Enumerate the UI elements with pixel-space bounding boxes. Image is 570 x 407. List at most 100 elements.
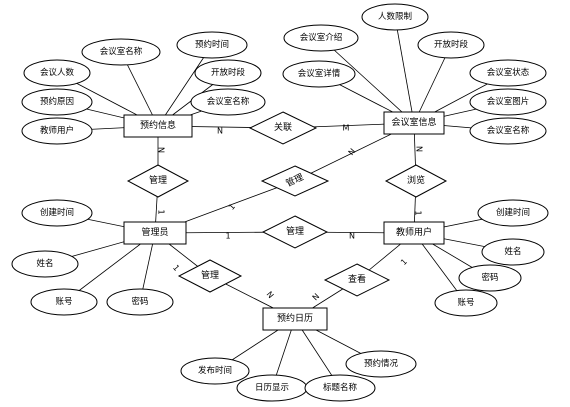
- attr-admin-account: 账号: [30, 288, 98, 316]
- attr-admin-created-label: 创建时间: [40, 207, 74, 218]
- entity-booking-info-label: 预约信息: [140, 119, 176, 131]
- rel-view-calendar: 查看: [323, 263, 391, 297]
- attr-cal-status-oval: [345, 350, 417, 378]
- attr-teacher-password-label: 密码: [481, 272, 498, 283]
- rel-browse-diamond: [384, 164, 448, 198]
- rel-link-diamond: [248, 111, 318, 145]
- attr-teacher-account-label: 账号: [457, 298, 474, 308]
- connector-lines: [44, 16, 514, 389]
- attr-teacher-name-oval: [481, 238, 545, 266]
- entity-booking-info: 预约信息: [123, 114, 193, 138]
- attr-booking-reason-oval: [21, 88, 93, 116]
- attr-room-intro: 会议室介绍: [283, 24, 359, 52]
- attr-booking-teacher-oval: [21, 117, 93, 145]
- attr-room-limit: 人数限制: [361, 3, 429, 31]
- cardinality-teacher-admin: N: [349, 232, 355, 241]
- attr-teacher-password-oval: [458, 264, 522, 292]
- entity-calendar-label: 预约日历: [277, 312, 313, 324]
- attr-admin-account-oval: [30, 288, 98, 316]
- attr-admin-name-label: 姓名: [36, 258, 53, 269]
- attr-cal-publish-label: 发布时间: [198, 365, 232, 376]
- attr-cal-status: 预约情况: [345, 350, 417, 378]
- cardinality-admin-teacher: 1: [225, 232, 230, 241]
- attr-booking-time-label: 预约时间: [195, 39, 229, 50]
- attr-booking-time: 预约时间: [176, 31, 248, 59]
- entity-room-info-label: 会议室信息: [391, 116, 436, 128]
- attr-booking-reason-label: 预约原因: [40, 96, 74, 107]
- cardinality-teacher-view: 1: [399, 257, 409, 267]
- cardinality-cal-admin-manage: N: [265, 290, 276, 300]
- attr-booking-people: 会议人数: [23, 59, 91, 87]
- attr-room-status-label: 会议室状态: [487, 67, 530, 78]
- cardinality-cal-view: N: [311, 292, 322, 303]
- attr-cal-display-label: 日历显示: [255, 383, 289, 393]
- attr-admin-name: 姓名: [11, 250, 79, 278]
- attr-cal-title: 标题名称: [304, 374, 376, 402]
- rel-manage-teacher-label: 管理: [286, 225, 304, 237]
- rel-link: 关联: [248, 111, 318, 145]
- rel-manage-room-diamond: [260, 165, 330, 197]
- attr-room-limit-oval: [361, 3, 429, 31]
- attr-room-detail: 会议室详情: [282, 60, 356, 88]
- attr-booking-teacher-label: 教师用户: [40, 125, 74, 136]
- attr-teacher-name: 姓名: [481, 238, 545, 266]
- attr-booking-room-name2-label: 会议室名称: [207, 96, 250, 107]
- entity-teacher: 教师用户: [383, 221, 445, 245]
- attr-cal-status-label: 预约情况: [364, 358, 399, 369]
- attr-room-image-label: 会议室图片: [487, 96, 530, 107]
- attr-room-limit-label: 人数限制: [378, 11, 412, 22]
- attr-booking-room-name2: 会议室名称: [190, 88, 266, 116]
- entity-room-info: 会议室信息: [383, 111, 445, 135]
- cardinality-room-browse: N: [415, 146, 424, 152]
- rel-browse-label: 浏览: [407, 174, 425, 186]
- attr-teacher-created-label: 创建时间: [496, 207, 530, 218]
- attr-admin-account-label: 账号: [55, 297, 72, 307]
- attr-room-name-label: 会议室名称: [487, 125, 530, 136]
- attr-booking-open: 开放时段: [194, 59, 262, 87]
- attr-admin-created: 创建时间: [21, 199, 93, 227]
- attr-booking-time-oval: [176, 31, 248, 59]
- rel-manage-teacher: 管理: [261, 215, 329, 249]
- cardinality-room-manage: N: [347, 147, 358, 157]
- cardinality-booking-manage: N: [157, 147, 166, 153]
- attr-room-open-label: 开放时段: [434, 39, 469, 50]
- attr-cal-publish-oval: [180, 357, 250, 385]
- attr-booking-room-name2-oval: [190, 88, 266, 116]
- attr-booking-people-oval: [23, 59, 91, 87]
- attr-room-name: 会议室名称: [469, 117, 547, 145]
- attr-teacher-password: 密码: [458, 264, 522, 292]
- attr-room-image: 会议室图片: [469, 88, 547, 116]
- rel-manage-room: 管理: [260, 165, 330, 197]
- attr-line-room-intro: [320, 37, 415, 124]
- rel-view-calendar-label: 查看: [348, 273, 366, 285]
- attr-cal-title-oval: [304, 374, 376, 402]
- rel-manage-calendar-label: 管理: [201, 269, 219, 281]
- attr-teacher-name-label: 姓名: [504, 246, 521, 257]
- attr-booking-open-oval: [194, 59, 262, 87]
- attr-room-open: 开放时段: [417, 31, 485, 59]
- attr-room-name-oval: [469, 117, 547, 145]
- entity-calendar-box: [262, 307, 328, 331]
- attr-admin-password-label: 密码: [131, 296, 148, 307]
- attr-room-intro-oval: [283, 24, 359, 52]
- attr-room-open-oval: [417, 31, 485, 59]
- entity-admin-label: 管理员: [141, 226, 168, 238]
- entity-admin-box: [123, 221, 187, 245]
- rel-manage-calendar-diamond: [177, 259, 243, 293]
- attr-cal-display: 日历显示: [236, 374, 308, 402]
- attr-teacher-account-oval: [434, 289, 498, 317]
- attr-booking-teacher: 教师用户: [21, 117, 93, 145]
- diagram-shapes: 会议室名称预约时间开放时段会议室名称会议人数预约原因教师用户会议室介绍人数限制开…: [11, 3, 549, 402]
- cardinality-teacher-browse: 1: [414, 210, 423, 215]
- cardinality-link-booking: N: [217, 127, 223, 136]
- attr-cal-publish: 发布时间: [180, 357, 250, 385]
- attr-room-status: 会议室状态: [469, 59, 547, 87]
- attr-admin-password: 密码: [106, 288, 174, 316]
- rel-manage-teacher-diamond: [261, 215, 329, 249]
- attr-booking-open-label: 开放时段: [211, 67, 246, 78]
- rel-manage-booking: 管理: [126, 164, 190, 198]
- attr-booking-room-name: 会议室名称: [81, 38, 161, 66]
- entity-room-info-box: [383, 111, 445, 135]
